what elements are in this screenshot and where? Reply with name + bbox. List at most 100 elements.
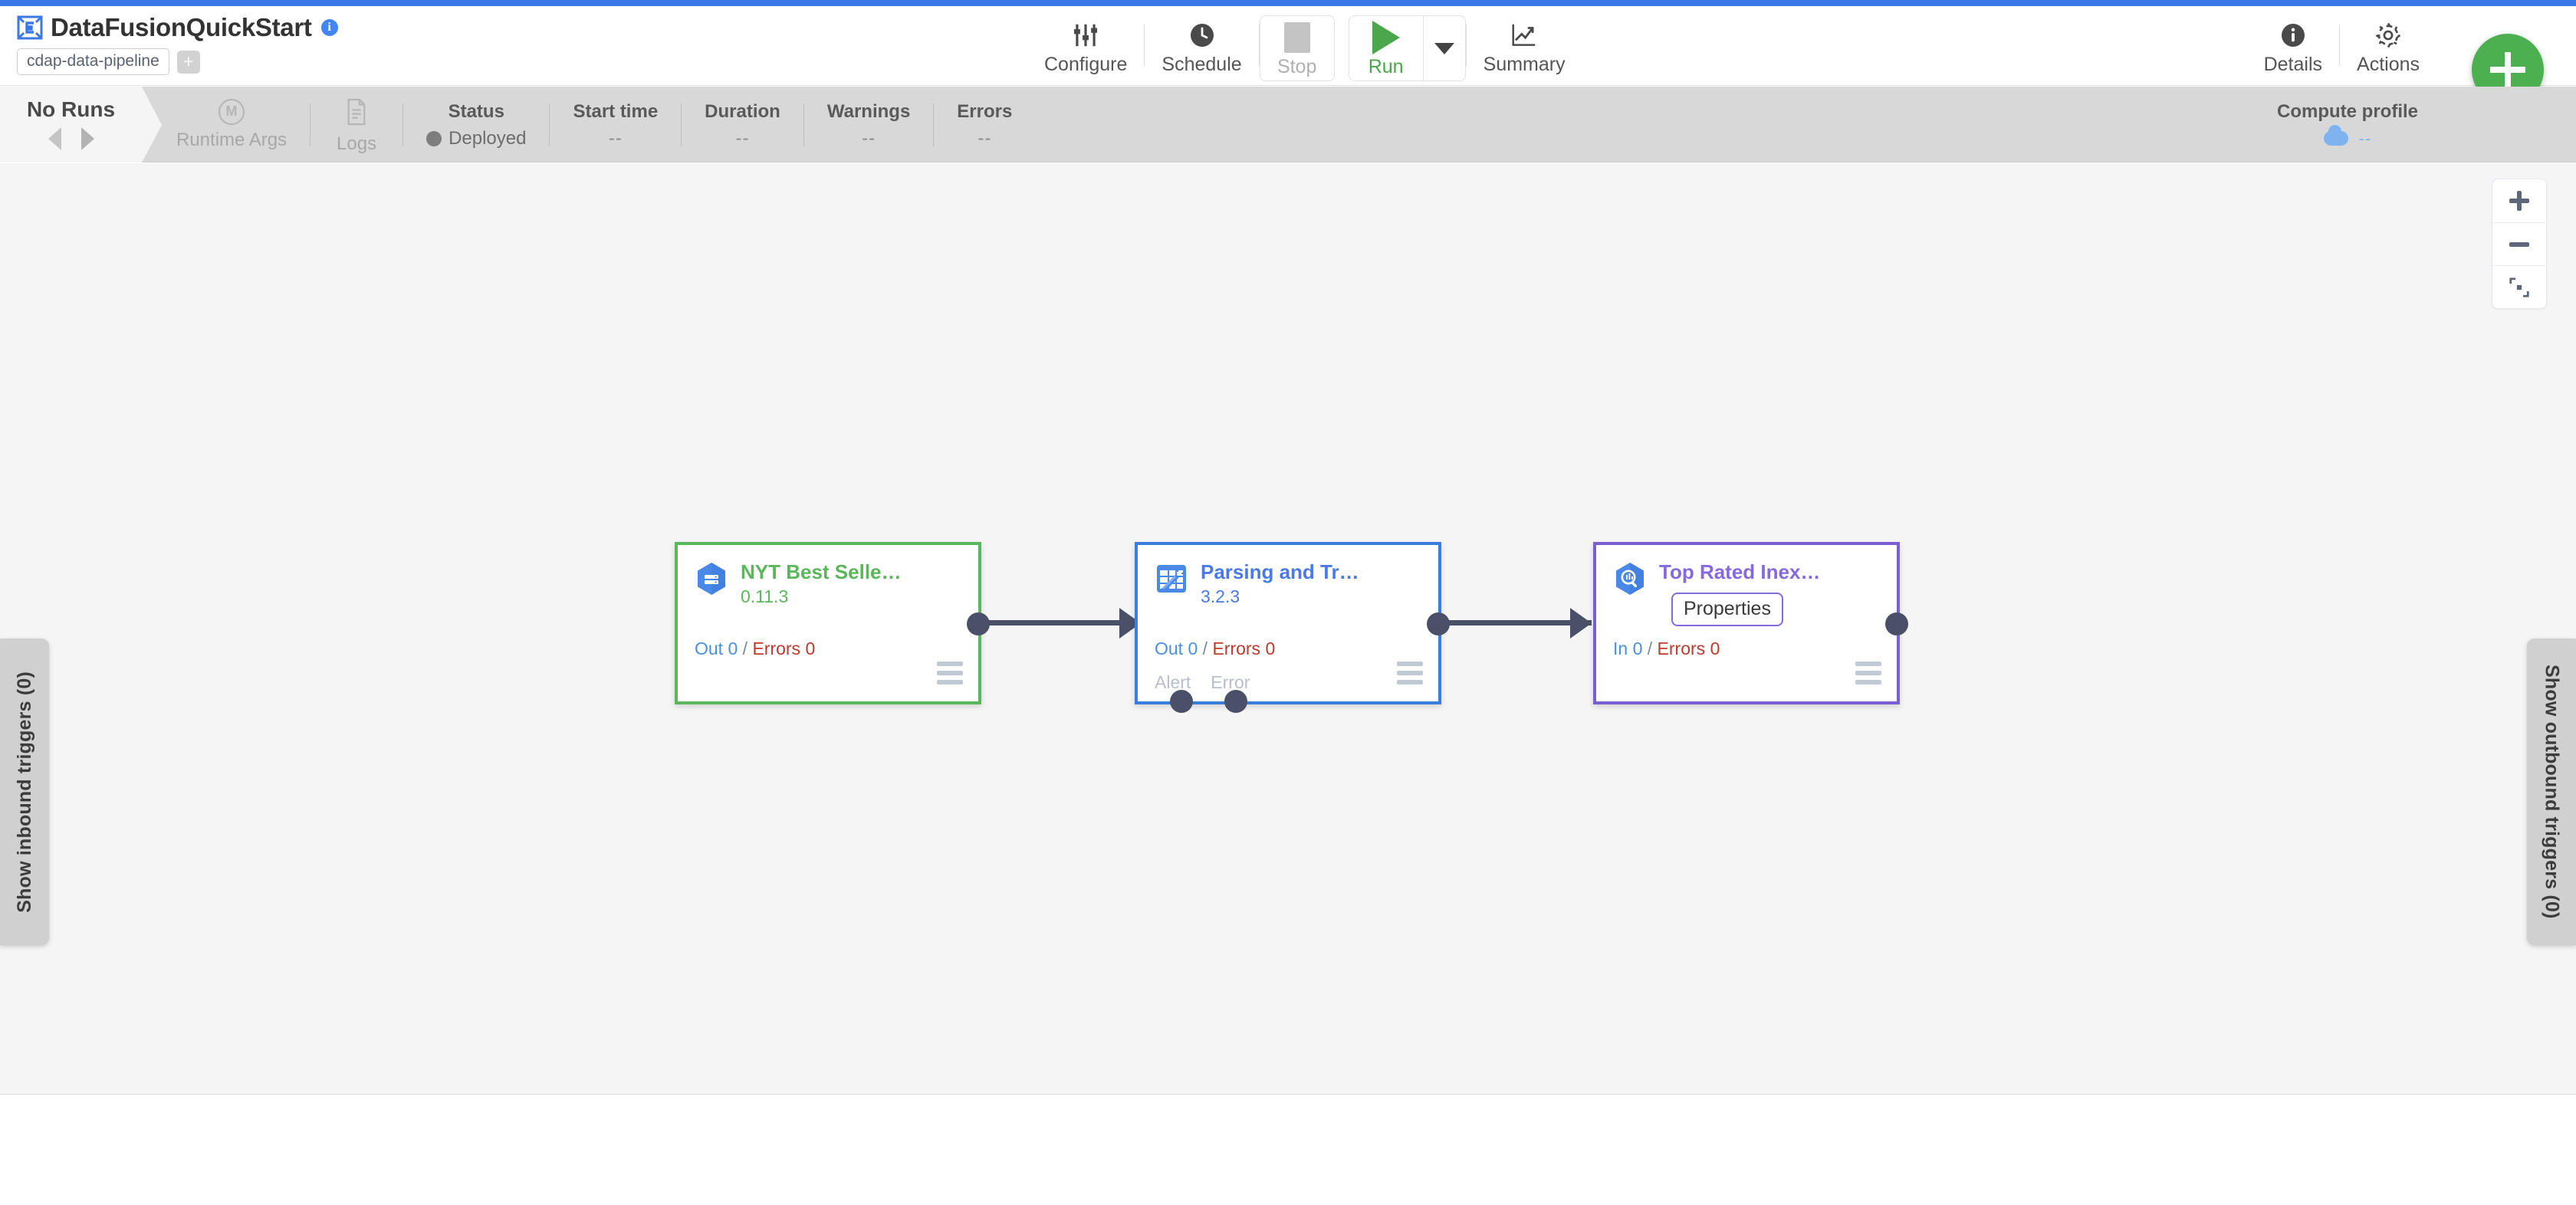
- node-port-labels: Alert Error: [1155, 672, 1250, 692]
- warnings-value: --: [862, 127, 876, 149]
- run-history-tab[interactable]: No Runs: [0, 87, 162, 163]
- gear-icon: [2374, 18, 2403, 52]
- node-output-endpoint[interactable]: [1885, 612, 1908, 635]
- status-divider-5: [803, 103, 804, 146]
- fit-to-screen-button[interactable]: [2492, 265, 2546, 308]
- circle-m-icon: M: [219, 98, 245, 125]
- status-divider-4: [681, 103, 682, 146]
- plus-icon: [2509, 191, 2529, 211]
- compute-profile-cell[interactable]: Compute profile --: [2277, 87, 2418, 163]
- stop-square-icon: [1283, 21, 1310, 54]
- toolbar-divider: [1144, 25, 1145, 66]
- primary-toolbar: Configure Schedule Stop: [1027, 12, 1582, 86]
- zoom-in-button[interactable]: [2492, 179, 2546, 222]
- node-errors-label: Errors: [752, 639, 801, 658]
- add-tag-button[interactable]: +: [176, 50, 200, 74]
- node-menu-button[interactable]: [1397, 662, 1423, 689]
- logs-button[interactable]: Logs: [310, 87, 402, 163]
- runtime-args-button[interactable]: M Runtime Args: [153, 87, 310, 163]
- canvas-zoom-controls: [2492, 179, 2547, 309]
- node-in-label: In: [1613, 639, 1628, 658]
- node-title: NYT Best Selle…: [741, 560, 902, 583]
- node-menu-button[interactable]: [1855, 662, 1881, 689]
- run-label: Run: [1368, 56, 1404, 77]
- wrangler-wand-icon: [1157, 565, 1187, 593]
- pipeline-canvas[interactable]: Show inbound triggers (0) Show outbound …: [0, 163, 2576, 1095]
- no-runs-label: No Runs: [26, 97, 116, 121]
- node-title: Parsing and Tr…: [1201, 560, 1359, 583]
- run-button[interactable]: Run: [1349, 16, 1423, 80]
- info-icon[interactable]: i: [320, 19, 338, 36]
- secondary-toolbar: Details Actions: [2247, 12, 2436, 86]
- stop-label: Stop: [1276, 56, 1317, 77]
- cloud-icon: [2323, 125, 2348, 146]
- warnings-cell: Warnings --: [804, 87, 933, 163]
- errors-value: --: [978, 127, 992, 149]
- compute-profile-value: --: [2358, 128, 2372, 148]
- run-button-box[interactable]: Run: [1348, 15, 1466, 81]
- outbound-triggers-tab[interactable]: Show outbound triggers (0): [2527, 639, 2576, 945]
- stop-button-box[interactable]: Stop: [1259, 15, 1335, 81]
- alert-port-label: Alert: [1155, 672, 1191, 692]
- node-output-endpoint[interactable]: [967, 612, 990, 635]
- error-port-label: Error: [1211, 672, 1250, 692]
- document-icon: [344, 95, 369, 129]
- caret-left-icon[interactable]: [48, 127, 61, 150]
- minus-icon: [2509, 241, 2529, 247]
- run-box-divider: [1422, 16, 1424, 80]
- node-error-endpoint[interactable]: [1224, 690, 1247, 713]
- node-errors-label: Errors: [1657, 639, 1706, 658]
- node-out-label: Out: [695, 639, 724, 658]
- pipeline-title-block: DataFusionQuickStart i cdap-data-pipelin…: [17, 11, 338, 75]
- configure-button[interactable]: Configure: [1027, 12, 1144, 75]
- run-options-button[interactable]: [1424, 16, 1465, 80]
- inbound-triggers-label: Show inbound triggers (0): [13, 671, 35, 913]
- cdap-logo-icon: [17, 15, 43, 40]
- summary-button[interactable]: Summary: [1467, 12, 1582, 75]
- pipeline-node-transform[interactable]: Parsing and Tr… 3.2.3 Out 0 / Errors 0 A…: [1135, 542, 1450, 713]
- inbound-triggers-tab[interactable]: Show inbound triggers (0): [0, 639, 49, 945]
- page-title: DataFusionQuickStart: [51, 13, 312, 41]
- status-divider-6: [933, 103, 935, 146]
- actions-label: Actions: [2357, 54, 2420, 75]
- app-header: DataFusionQuickStart i cdap-data-pipelin…: [0, 6, 2576, 106]
- actions-button[interactable]: Actions: [2340, 12, 2436, 75]
- node-errors-label: Errors: [1212, 639, 1261, 658]
- details-button[interactable]: Details: [2247, 12, 2339, 75]
- node-title: Top Rated Inex…: [1659, 560, 1821, 583]
- status-cells: M Runtime Args Logs Status: [153, 87, 1035, 163]
- zoom-out-button[interactable]: [2492, 222, 2546, 265]
- node-output-endpoint[interactable]: [1427, 612, 1450, 635]
- artifact-type-pill[interactable]: cdap-data-pipeline: [17, 48, 169, 75]
- pipeline-node-source[interactable]: NYT Best Selle… 0.11.3 Out 0 / Errors 0: [675, 542, 990, 704]
- node-out-value: 0: [1188, 639, 1198, 658]
- stop-button[interactable]: Stop: [1260, 16, 1334, 80]
- node-alert-endpoint[interactable]: [1170, 690, 1193, 713]
- toolbar-divider-3: [1465, 25, 1467, 66]
- compute-profile-header: Compute profile: [2277, 100, 2418, 122]
- node-version: 3.2.3: [1201, 586, 1240, 606]
- node-errors-value: 0: [805, 639, 816, 658]
- node-metrics: Out 0 / Errors 0: [1155, 639, 1275, 658]
- status-divider-3: [549, 103, 550, 146]
- bigquery-table-icon: [698, 563, 725, 595]
- pipeline-node-sink[interactable]: Top Rated Inex… Properties In 0 / Errors…: [1593, 542, 1908, 704]
- caret-right-icon[interactable]: [80, 127, 94, 150]
- duration-cell: Duration --: [682, 87, 803, 163]
- status-cell: Status Deployed: [403, 87, 549, 163]
- info-circle-icon: [2279, 18, 2307, 52]
- toolbar-divider-2: [1258, 25, 1260, 66]
- details-label: Details: [2263, 54, 2323, 75]
- node-menu-button[interactable]: [937, 662, 963, 689]
- start-time-header: Start time: [573, 100, 659, 122]
- play-triangle-icon: [1372, 21, 1400, 54]
- runtime-args-label: Runtime Args: [176, 129, 288, 150]
- schedule-button[interactable]: Schedule: [1145, 12, 1258, 75]
- status-dot-icon: [426, 130, 442, 146]
- link-arrowhead-2: [1570, 608, 1592, 639]
- properties-tooltip[interactable]: Properties: [1671, 593, 1783, 626]
- outbound-triggers-label: Show outbound triggers (0): [2541, 665, 2563, 919]
- status-header: Status: [448, 100, 504, 122]
- clock-icon: [1188, 18, 1216, 52]
